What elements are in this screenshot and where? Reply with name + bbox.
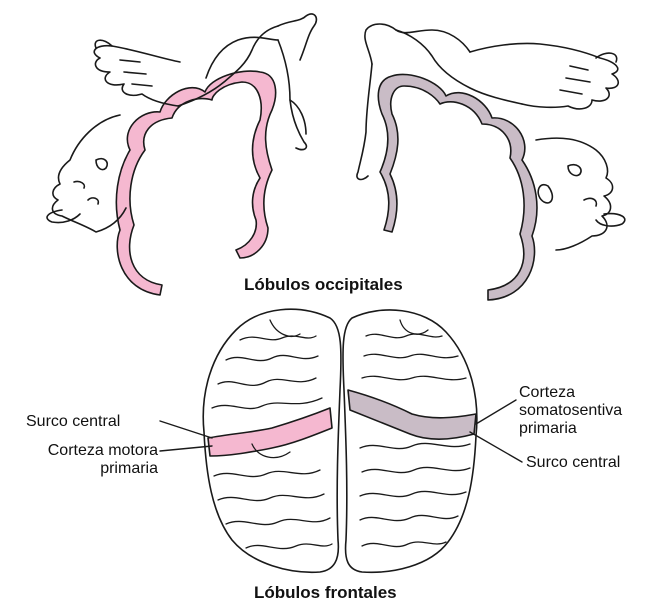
motor-cortex-band: [116, 71, 275, 295]
ear-right: [538, 185, 552, 203]
label-corteza-somato-line3: primaria: [519, 420, 622, 438]
sensory-cortex-band: [378, 74, 537, 300]
eye-left: [96, 159, 107, 170]
title-occipital: Lóbulos occipitales: [244, 276, 403, 294]
leg-right: [357, 64, 372, 179]
hand-right: [470, 43, 618, 108]
right-hemisphere: [343, 310, 477, 572]
label-corteza-motora-line2: primaria: [14, 460, 158, 478]
label-surco-central-left: Surco central: [26, 413, 120, 431]
foot-right: [365, 24, 396, 64]
eye-right: [568, 165, 581, 176]
label-corteza-somato: Corteza somatosentiva primaria: [519, 384, 622, 438]
label-corteza-motora: Corteza motora primaria: [14, 442, 158, 478]
label-corteza-somato-line2: somatosentiva: [519, 402, 622, 420]
motor-cortex-strip: [116, 71, 275, 295]
brain-top-view-icon: [203, 309, 477, 572]
sensory-cortex-strip: [378, 74, 537, 300]
leader-corteza-somato: [476, 400, 516, 424]
motor-cortex-top: [208, 408, 332, 456]
tongue-right: [596, 214, 625, 226]
foot-left: [278, 14, 316, 60]
label-corteza-motora-line1: Corteza motora: [14, 442, 158, 460]
somatosensory-cortex-top: [348, 390, 476, 439]
hand-left: [94, 46, 180, 106]
title-frontal: Lóbulos frontales: [254, 584, 397, 602]
leader-corteza-motora: [160, 446, 212, 451]
leader-surco-central-right: [470, 432, 522, 462]
label-corteza-somato-line1: Corteza: [519, 384, 622, 402]
motor-homunculus-icon: [47, 14, 316, 232]
label-surco-central-right: Surco central: [526, 454, 620, 472]
